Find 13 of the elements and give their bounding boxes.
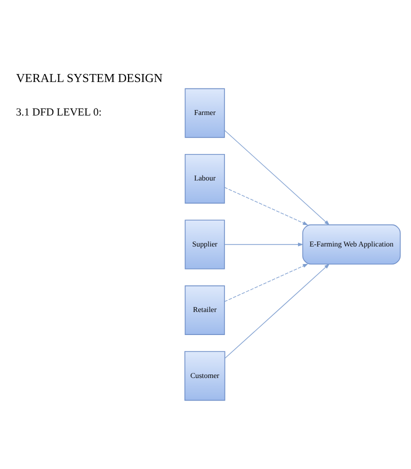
arrow: [224, 263, 330, 358]
arrow: [224, 242, 304, 246]
node-box: Supplier: [184, 219, 225, 269]
arrow: [224, 263, 308, 302]
node-box: Customer: [184, 350, 226, 400]
arrow: [224, 129, 330, 225]
node-box: E-Farming Web Application: [302, 224, 401, 264]
diagram-title: VERALL SYSTEM DESIGN: [16, 70, 163, 85]
node-box: Labour: [184, 153, 225, 204]
node-box: Farmer: [184, 88, 225, 138]
label: 3.1 DFD LEVEL 0:: [16, 106, 102, 118]
node-box: Retailer: [184, 284, 225, 334]
arrow: [224, 186, 308, 225]
